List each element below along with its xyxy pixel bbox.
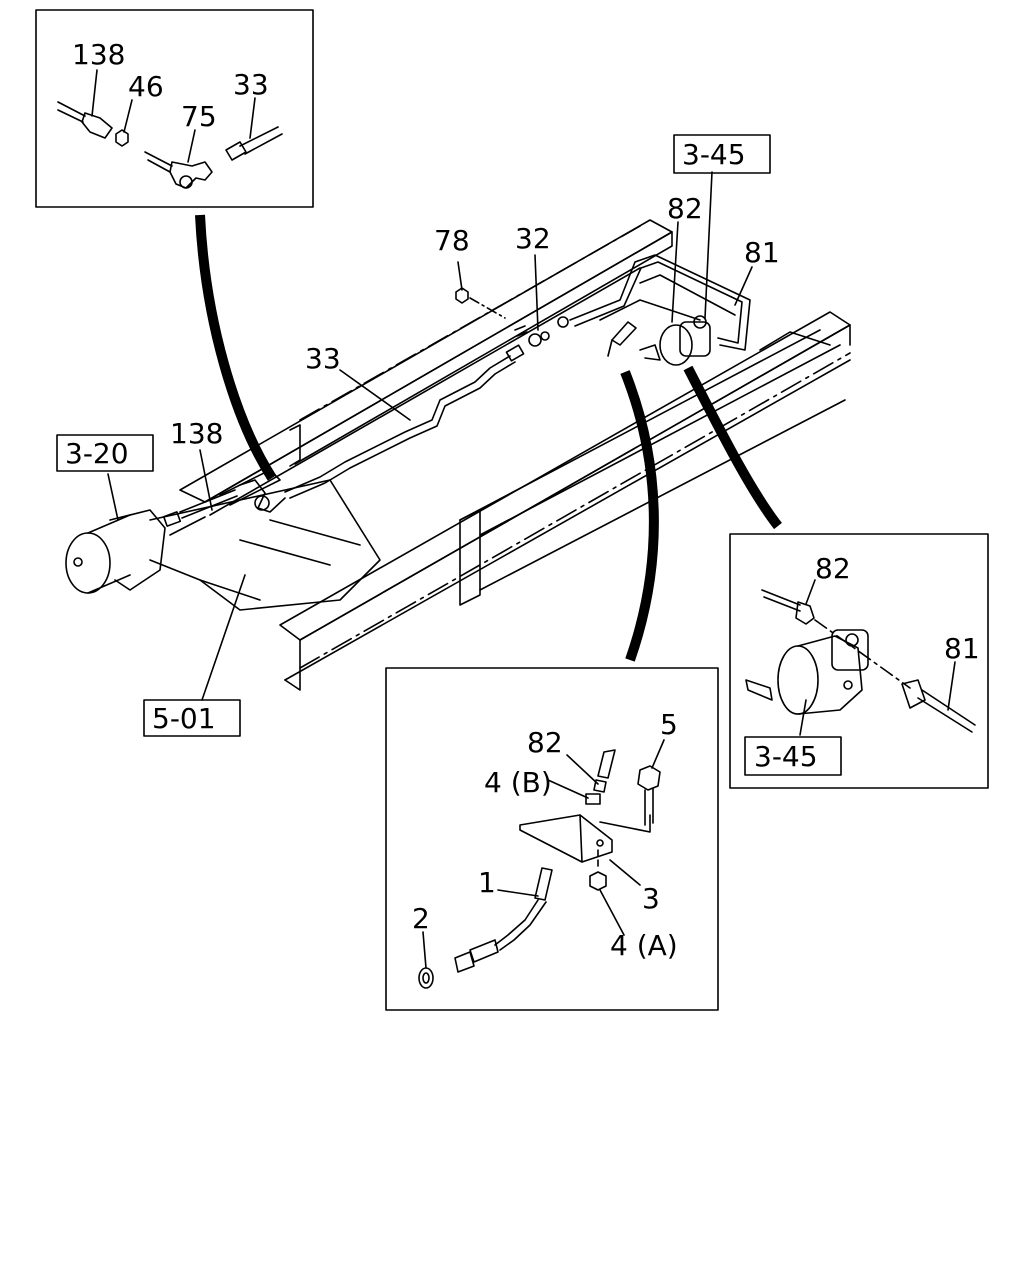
label-1: 1 bbox=[478, 866, 496, 899]
ref-box-3-45-main bbox=[673, 134, 771, 174]
label-5: 5 bbox=[660, 708, 678, 741]
inset-top-left-parts bbox=[57, 69, 283, 189]
inset-right-frame bbox=[729, 533, 989, 789]
ref-box-5-01 bbox=[143, 699, 241, 737]
label-2: 2 bbox=[412, 902, 430, 935]
ref-3-20: 3-20 bbox=[65, 437, 129, 470]
ref-box-3-45-inset bbox=[744, 736, 842, 776]
union-32 bbox=[514, 316, 569, 347]
inset-bottom-frame bbox=[385, 667, 719, 1011]
label-75-inset: 75 bbox=[181, 100, 217, 133]
valve-3-45 bbox=[607, 315, 711, 366]
brake-pipe-33 bbox=[284, 344, 525, 499]
label-32: 32 bbox=[515, 222, 551, 255]
main-leaders bbox=[107, 171, 753, 701]
label-82-main: 82 bbox=[667, 192, 703, 225]
inset-right-parts bbox=[745, 579, 976, 736]
label-78: 78 bbox=[434, 224, 470, 257]
union-assembly-lower bbox=[162, 479, 286, 527]
ref-5-01: 5-01 bbox=[152, 702, 216, 735]
label-4b: 4 (B) bbox=[484, 766, 552, 799]
label-81-main: 81 bbox=[744, 236, 780, 269]
label-82-bottom: 82 bbox=[527, 726, 563, 759]
ref-3-45-main: 3-45 bbox=[682, 138, 746, 171]
label-81-right: 81 bbox=[944, 632, 980, 665]
ref-box-3-20 bbox=[56, 434, 154, 472]
callout-arrows bbox=[195, 214, 782, 662]
label-138-inset: 138 bbox=[72, 38, 125, 71]
inset-bottom-parts bbox=[418, 739, 665, 989]
chassis-frame bbox=[179, 219, 851, 691]
label-3: 3 bbox=[642, 882, 660, 915]
brake-pipe-81 bbox=[569, 254, 751, 351]
label-4a: 4 (A) bbox=[610, 929, 678, 962]
nut-78 bbox=[455, 287, 506, 319]
inset-top-left-frame bbox=[35, 9, 314, 208]
label-33-inset: 33 bbox=[233, 68, 269, 101]
ref-3-45-inset: 3-45 bbox=[754, 740, 818, 773]
label-82-right: 82 bbox=[815, 552, 851, 585]
label-33-main: 33 bbox=[305, 342, 341, 375]
label-46-inset: 46 bbox=[128, 70, 164, 103]
label-138-main: 138 bbox=[170, 417, 223, 450]
